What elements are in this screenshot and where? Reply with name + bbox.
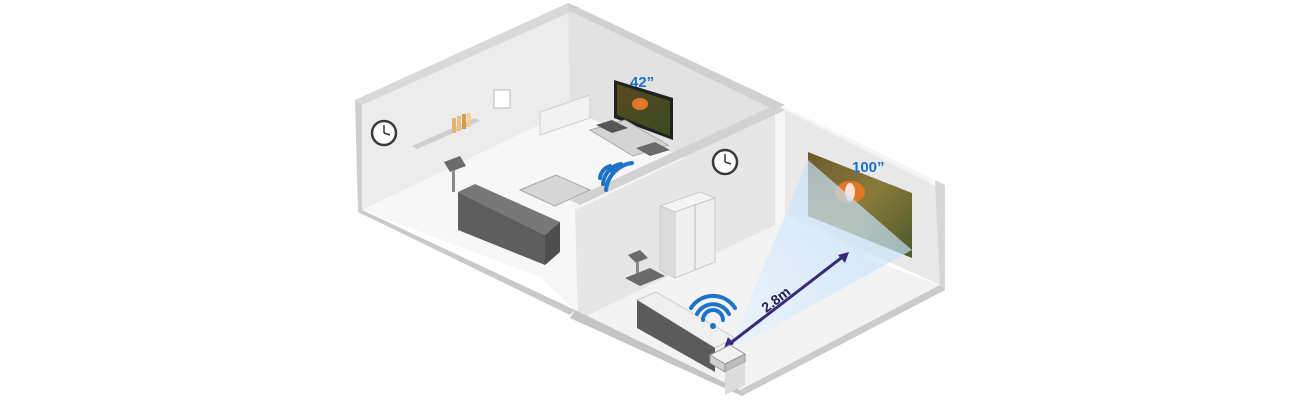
clock-icon <box>370 119 398 147</box>
wall-top-rim-right <box>568 3 785 110</box>
clock-icon <box>711 148 739 176</box>
left-room: 42” <box>370 74 673 265</box>
outer-wall-left-front <box>358 210 575 315</box>
floor-lamp-left <box>444 156 466 192</box>
outer-wall-right <box>740 285 945 396</box>
outer-wall-left <box>355 100 362 212</box>
right-room: 100” 2.8m <box>625 148 912 395</box>
wardrobe <box>658 191 717 279</box>
wall-top-rim <box>355 3 580 105</box>
projector <box>708 344 747 395</box>
projection-beam <box>728 160 912 352</box>
nightstand <box>625 268 665 286</box>
wifi-icon <box>689 293 737 329</box>
outer-wall-right-edge <box>935 180 945 290</box>
wall-calendar <box>493 89 511 109</box>
back-wall-left-room <box>362 8 570 210</box>
distance-arrow <box>724 252 849 348</box>
screen-size-label: 100” <box>852 159 885 176</box>
media-box <box>596 120 628 133</box>
coffee-table <box>518 174 592 207</box>
wifi-icon <box>598 161 634 192</box>
divider-wall-top <box>570 105 785 205</box>
sofa-left <box>458 184 560 265</box>
tv <box>614 80 673 140</box>
tv-size-label: 42” <box>630 74 654 91</box>
sideboard <box>539 94 591 136</box>
books <box>452 113 471 133</box>
outer-wall-front-right <box>570 310 742 396</box>
bedside-lamp <box>628 250 648 273</box>
media-device <box>636 142 670 156</box>
